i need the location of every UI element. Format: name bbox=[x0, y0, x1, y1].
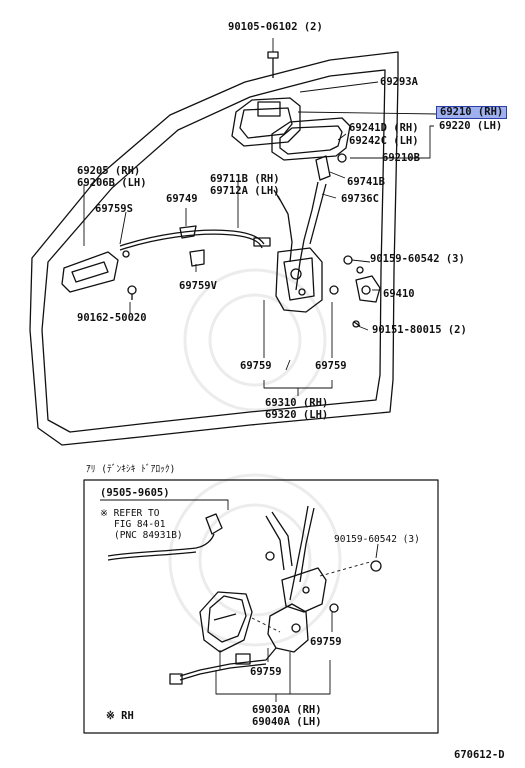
door-striker bbox=[355, 275, 381, 303]
outside-handle bbox=[231, 97, 301, 147]
label-69410: 69410 bbox=[383, 288, 415, 300]
label-69736c: 69736C bbox=[341, 193, 379, 205]
label-90151-80015: 90151-80015 (2) bbox=[372, 324, 467, 336]
label-69210b: 69210B bbox=[382, 152, 420, 164]
inset-lock-rod bbox=[289, 505, 309, 601]
label-inset-69759-right: 69759 bbox=[310, 636, 342, 648]
label-69040a: 69040A (LH) bbox=[252, 716, 322, 728]
label-69711b: 69711B (RH) bbox=[210, 173, 280, 185]
label-69712a: 69712A (LH) bbox=[210, 185, 280, 197]
label-69310: 69310 (RH) bbox=[265, 397, 329, 409]
inset-cable bbox=[107, 533, 215, 557]
label-69220-lh: 69220 (LH) bbox=[439, 120, 503, 132]
inset-refer-line-2: FIG 84-01 bbox=[114, 519, 166, 530]
handle-gasket bbox=[271, 117, 351, 161]
label-69759-right: 69759 bbox=[315, 360, 347, 372]
label-69206b: 69206B (LH) bbox=[77, 177, 147, 189]
inset-date-range: (9505-9605) bbox=[100, 487, 170, 499]
inset-lock-assembly bbox=[267, 603, 309, 653]
label-69749: 69749 bbox=[166, 193, 198, 205]
inset-refer-line-3: (PNC 84931B) bbox=[114, 530, 183, 541]
label-69241d: 69241D (RH) bbox=[349, 122, 419, 134]
label-inset-69759-left: 69759 bbox=[250, 666, 282, 678]
inset-title: ｱﾘ (ﾃﾞﾝｷｼｷ ﾄﾞｱﾛｯｸ) bbox=[86, 464, 176, 475]
label-69759-left: 69759 bbox=[240, 360, 272, 372]
label-69741b: 69741B bbox=[347, 176, 385, 188]
door-lock-actuator bbox=[199, 591, 253, 653]
label-69759s: 69759S bbox=[95, 203, 133, 215]
label-inset-90159-60542: 90159-60542 (3) bbox=[334, 534, 420, 545]
lock-rod bbox=[295, 181, 319, 291]
inset-refer-bracket bbox=[100, 499, 229, 510]
label-69320: 69320 (LH) bbox=[265, 409, 329, 421]
figure-code: 670612-D bbox=[454, 749, 505, 761]
watermark-emblem bbox=[168, 268, 342, 647]
label-69293a: 69293A bbox=[380, 76, 418, 88]
label-90162-50020: 90162-50020 bbox=[77, 312, 147, 324]
label-69242c: 69242C (LH) bbox=[349, 135, 419, 147]
inset-rh-note: ※ RH bbox=[106, 710, 134, 722]
door-panel-outline bbox=[29, 51, 399, 446]
inset-refer-line-1: ※ REFER TO bbox=[100, 508, 160, 519]
label-69030a: 69030A (RH) bbox=[252, 704, 322, 716]
label-69759v: 69759V bbox=[179, 280, 217, 292]
label-69210-rh-highlighted[interactable]: 69210 (RH) bbox=[436, 106, 508, 119]
door-lock-assembly bbox=[275, 247, 323, 313]
inside-handle-bezel bbox=[61, 251, 119, 293]
label-90159-60542: 90159-60542 (3) bbox=[370, 253, 465, 265]
wire-harness bbox=[179, 647, 277, 677]
label-69205: 69205 (RH) bbox=[77, 165, 141, 177]
label-90105-06102: 90105-06102 (2) bbox=[228, 21, 323, 33]
inset-frame bbox=[83, 479, 439, 734]
